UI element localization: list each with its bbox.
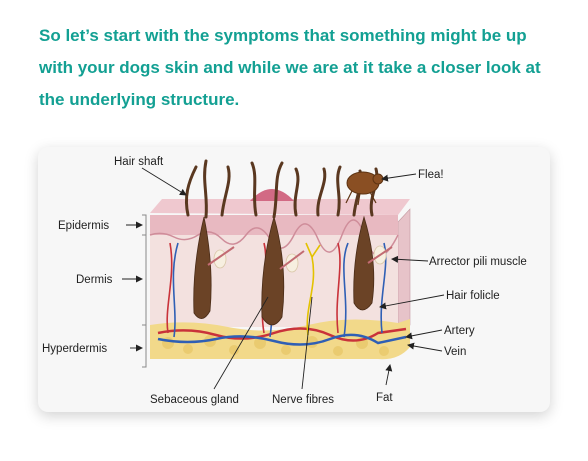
flea-leader [381,173,417,182]
hair-follicles [193,215,375,326]
label-nerve-fibres: Nerve fibres [272,394,334,406]
skin-structure-diagram: Epidermis Dermis Hyperdermis Hair shaft … [42,156,527,406]
flea-icon [345,171,384,206]
arrector-pili-leader [391,255,429,263]
vein-vessel [157,333,407,346]
skin-bump [250,189,294,201]
vein-leader [407,342,443,352]
fat-leader [385,364,393,386]
layer-brackets [142,214,147,368]
label-artery: Artery [444,325,475,337]
skin-block-side [397,208,411,340]
nerve-fibres [305,242,321,336]
skin-diagram-card: Epidermis Dermis Hyperdermis Hair shaft … [38,147,550,412]
hair-shaft-leader [141,167,187,196]
sebaceous-gland-leader [213,296,269,390]
label-hair-shaft: Hair shaft [114,156,164,168]
nerve-fibres-leader [301,296,313,390]
artery-vessel [157,327,407,342]
label-vein: Vein [444,346,466,358]
artery-leader [405,329,443,340]
label-hyperdermis: Hyperdermis [42,343,107,355]
label-epidermis: Epidermis [58,220,109,232]
label-fat: Fat [376,392,393,404]
label-sebaceous-gland: Sebaceous gland [150,394,239,406]
label-dermis: Dermis [76,274,113,286]
label-flea: Flea! [418,169,444,181]
arrector-pili-muscles [207,246,393,270]
skin-block-top [150,199,410,215]
intro-text: So let’s start with the symptoms that so… [39,26,541,109]
label-hair-folicle: Hair folicle [446,290,500,302]
hair-folicle-leader [379,294,445,310]
label-arrector-pili: Arrector pili muscle [429,256,527,268]
